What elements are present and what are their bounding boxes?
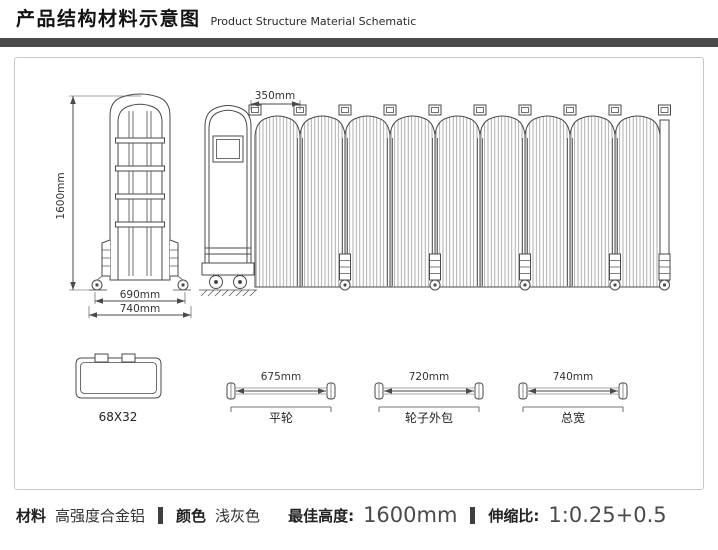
seam-caps (248, 104, 671, 116)
dim-690-label: 690mm (120, 289, 161, 301)
spec-bar: 材料 高强度合金铝 颜色 浅灰色 最佳高度: 1600mm 伸缩比: 1:0.2… (16, 497, 706, 533)
side-view-post (89, 93, 191, 291)
control-panel (212, 135, 244, 163)
dim-350-label: 350mm (255, 90, 296, 102)
best-height-label: 最佳高度: (288, 506, 355, 525)
divider-bar (470, 506, 476, 524)
best-height-value: 1600mm (363, 503, 458, 527)
dim-diagram-wheel-outer (374, 382, 484, 412)
dim-diagram-total-width (518, 382, 628, 412)
dim-1600-label: 1600mm (55, 172, 67, 219)
wheel-outer-label: 轮子外包 (405, 411, 453, 425)
gate-lead-post (199, 105, 257, 297)
profile-cross-section (75, 353, 162, 399)
schematic-drawing: 1600mm 690mm 740mm 350mm 68X32 (55, 90, 671, 425)
schematic-panel: 1600mm 690mm 740mm 350mm 68X32 (14, 57, 704, 490)
dim-diagram-flat-wheel (226, 382, 336, 412)
dim-740-label: 740mm (120, 303, 161, 315)
dim-720-label: 720mm (409, 371, 450, 383)
page-subtitle: Product Structure Material Schematic (210, 14, 417, 28)
header: 产品结构材料示意图 Product Structure Material Sch… (16, 8, 416, 31)
panel-seams (297, 138, 618, 286)
header-divider-bar (0, 38, 718, 47)
color-value: 浅灰色 (215, 506, 261, 525)
dim-675-label: 675mm (261, 371, 302, 383)
flat-wheel-label: 平轮 (269, 411, 293, 425)
color-label: 颜色 (176, 506, 207, 525)
total-width-label: 总宽 (561, 410, 585, 425)
divider-bar (158, 506, 164, 524)
ground-hatch (200, 289, 257, 297)
gate-front-view (248, 104, 671, 291)
profile-size-label: 68X32 (99, 410, 138, 424)
page-title: 产品结构材料示意图 (16, 8, 201, 30)
dim-740b-label: 740mm (553, 371, 594, 383)
ratio-label: 伸缩比: (488, 506, 540, 525)
ratio-value: 1:0.25+0.5 (548, 503, 667, 527)
dimension-lines (69, 95, 301, 318)
material-label: 材料 (16, 506, 47, 525)
material-value: 高强度合金铝 (55, 506, 146, 525)
gate-panels (254, 115, 661, 288)
